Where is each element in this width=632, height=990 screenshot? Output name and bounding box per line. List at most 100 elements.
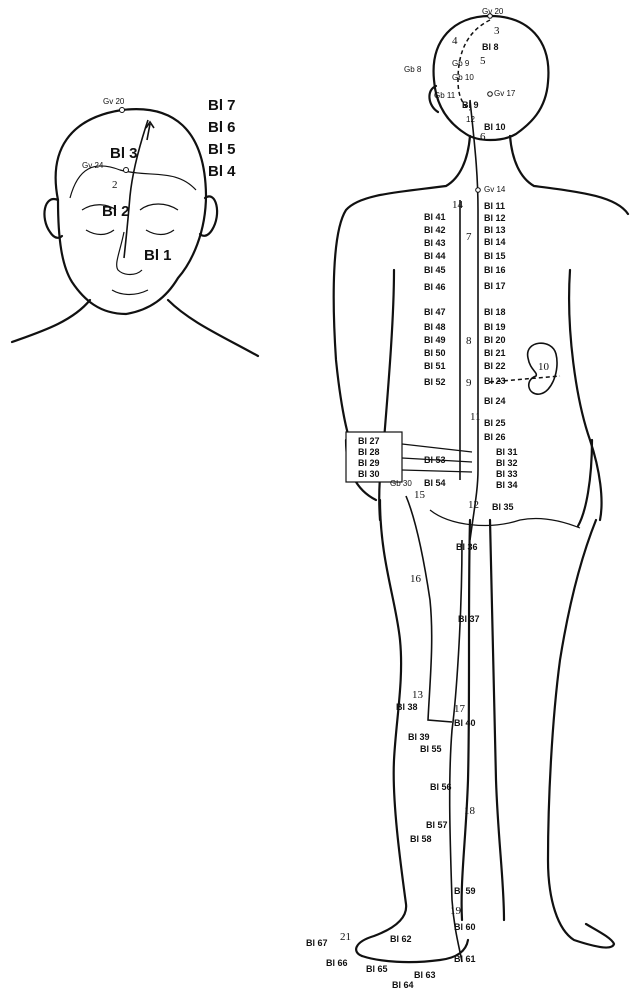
back-label-bl9: Bl 9	[462, 100, 479, 110]
inner-point-label: Bl 14	[484, 237, 506, 247]
path-number-10: 10	[538, 361, 550, 373]
face-figure: Gv 20 Gv 24 Bl 7 Bl 6 Bl 5 Bl 4 Bl 3 Bl …	[12, 97, 258, 356]
inner-point-label: Bl 15	[484, 251, 506, 261]
face-nose	[117, 232, 142, 275]
back-label-bl8: Bl 8	[482, 42, 499, 52]
back-buttocks	[356, 500, 406, 956]
leg-label-bl63: Bl 63	[414, 970, 436, 980]
label-bl35: Bl 35	[492, 502, 514, 512]
outer-point-label: Bl 43	[424, 238, 446, 248]
sacral-point-label: Bl 31	[496, 447, 518, 457]
face-label-bl1: Bl 1	[144, 247, 172, 264]
sacral-points: Bl 31 Bl 32 Bl 33 Bl 34	[496, 447, 518, 490]
face-label-bl3: Bl 3	[110, 145, 138, 162]
face-meridian-line	[124, 120, 148, 258]
back-label-path-12: 12	[466, 115, 475, 124]
inner-point-label: Bl 18	[484, 307, 506, 317]
back-gluteal-line	[430, 510, 580, 528]
back-label-path-4: 4	[452, 35, 458, 47]
leg-label-bl57: Bl 57	[426, 820, 448, 830]
leg-label-bl66: Bl 66	[326, 958, 348, 968]
back-point-gv14	[476, 188, 481, 193]
path-number-18: 18	[464, 805, 476, 817]
sacral-point-label: Bl 33	[496, 469, 518, 479]
leg-label-bl36: Bl 36	[456, 542, 478, 552]
leg-label-bl55: Bl 55	[420, 744, 442, 754]
inner-point-label: Bl 22	[484, 361, 506, 371]
leg-label-bl40: Bl 40	[454, 718, 476, 728]
face-neck-left	[12, 300, 90, 342]
path-number-14: 14	[452, 199, 464, 211]
leg-label-bl59: Bl 59	[454, 886, 476, 896]
face-point-gv20	[120, 108, 125, 113]
face-label-bl6: Bl 6	[208, 119, 236, 136]
inner-point-label: Bl 20	[484, 335, 506, 345]
path-number-19: 19	[450, 905, 462, 917]
inner-point-label: Bl 19	[484, 322, 506, 332]
leg-label-bl65: Bl 65	[366, 964, 388, 974]
face-neck-right	[168, 300, 258, 356]
leg-label-bl61: Bl 61	[454, 954, 476, 964]
outer-point-label: Bl 49	[424, 335, 446, 345]
leg-label-bl67: Bl 67	[306, 938, 328, 948]
outer-point-label: Bl 41	[424, 212, 446, 222]
back-right-leg	[548, 520, 614, 947]
leg-label-bl64: Bl 64	[392, 980, 414, 990]
outer-point-label: Bl 48	[424, 322, 446, 332]
inner-point-label: Bl 11	[484, 201, 505, 211]
face-label-path-2: 2	[112, 179, 118, 191]
face-right-brow	[140, 204, 178, 210]
inner-point-label: Bl 21	[484, 348, 506, 358]
inner-point-label: Bl 12	[484, 213, 506, 223]
sacral-point-label: Bl 32	[496, 458, 518, 468]
outer-point-label: Bl 54	[424, 478, 446, 488]
leg-label-bl60: Bl 60	[454, 922, 476, 932]
path-number-15: 15	[414, 489, 426, 501]
path-number-8: 8	[466, 335, 472, 347]
inner-point-label: Bl 25	[484, 418, 506, 428]
back-label-gv20: Gv 20	[482, 7, 504, 16]
path-number-13: 13	[412, 689, 424, 701]
outer-point-label: Bl 45	[424, 265, 446, 275]
back-label-path-5: 5	[480, 55, 486, 67]
outer-point-label: Bl 44	[424, 251, 446, 261]
outer-point-label: Bl 51	[424, 361, 446, 371]
leg-label-bl39: Bl 39	[408, 732, 430, 742]
back-label-gb8: Gb 8	[404, 65, 422, 74]
path-number-17: 17	[454, 703, 466, 715]
inner-point-label: Bl 13	[484, 225, 506, 235]
boxed-point-label: Bl 30	[358, 469, 380, 479]
back-left-foot	[362, 940, 468, 962]
back-meridian-inner	[470, 100, 478, 540]
face-label-gv24: Gv 24	[82, 161, 104, 170]
inner-point-label: Bl 16	[484, 265, 506, 275]
outer-point-label: Bl 42	[424, 225, 446, 235]
boxed-points: Bl 27 Bl 28 Bl 29 Bl 30	[358, 436, 380, 479]
back-label-gb10: Gb 10	[452, 73, 474, 82]
path-number-12: 12	[468, 499, 479, 511]
back-meridian-leg	[450, 540, 462, 962]
face-left-eye	[86, 230, 114, 235]
path-number-16: 16	[410, 573, 422, 585]
outer-point-label: Bl 53	[424, 455, 446, 465]
face-mouth	[112, 290, 148, 295]
label-gb30: Gb 30	[390, 479, 412, 488]
leg-label-bl62: Bl 62	[390, 934, 412, 944]
inner-line-points: Bl 11 Bl 12 Bl 13 Bl 14 Bl 15 Bl 16 Bl 1…	[484, 201, 506, 442]
back-right-torso	[569, 270, 601, 520]
outer-point-label: Bl 47	[424, 307, 446, 317]
boxed-point-label: Bl 28	[358, 447, 380, 457]
back-label-path-3: 3	[494, 25, 500, 37]
back-label-path-6: 6	[480, 131, 486, 143]
outer-point-label: Bl 46	[424, 282, 446, 292]
inner-point-label: Bl 26	[484, 432, 506, 442]
face-label-bl7: Bl 7	[208, 97, 236, 114]
leg-label-bl56: Bl 56	[430, 782, 452, 792]
back-right-arm	[578, 440, 592, 526]
back-point-gv17	[488, 92, 493, 97]
path-number-9: 9	[466, 377, 472, 389]
boxed-point-label: Bl 29	[358, 458, 380, 468]
outer-point-label: Bl 52	[424, 377, 446, 387]
leg-label-bl37: Bl 37	[458, 614, 480, 624]
